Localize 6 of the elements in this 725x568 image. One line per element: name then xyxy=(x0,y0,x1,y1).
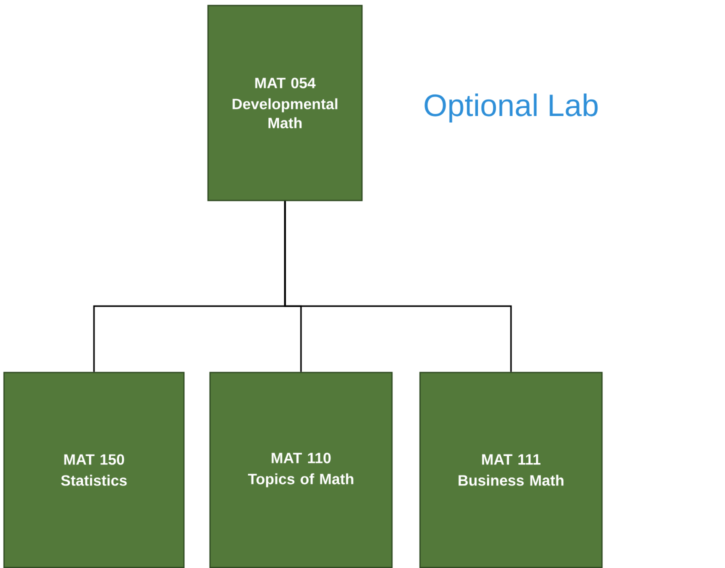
connector-line xyxy=(284,201,512,372)
course-box: MAT 110 Topics of Math xyxy=(209,372,393,568)
course-box: MAT 111 Business Math xyxy=(419,372,603,568)
course-box: MAT 054 Developmental Math xyxy=(207,4,363,202)
lab-label: Optional Lab xyxy=(424,94,598,122)
course-box: MAT 150 Statistics xyxy=(3,372,185,568)
